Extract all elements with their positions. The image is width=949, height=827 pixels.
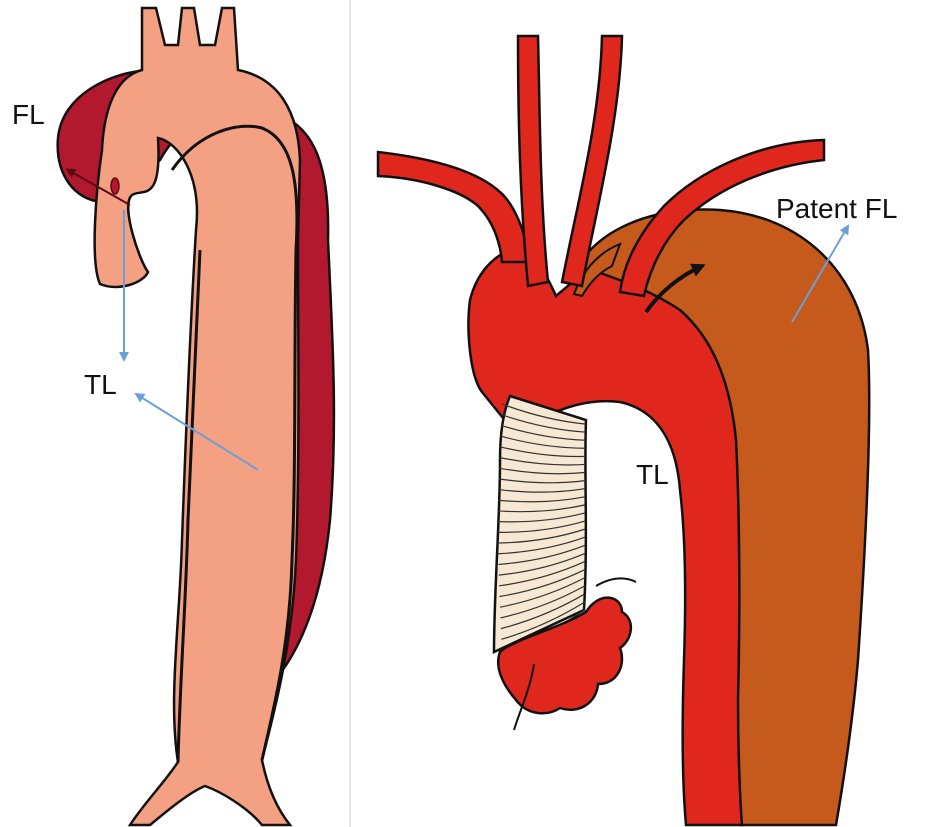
left-panel: FL TL bbox=[12, 0, 350, 827]
left-true-lumen-label: TL bbox=[84, 369, 117, 400]
left-false-lumen-label: FL bbox=[12, 99, 45, 130]
right-brachiocephalic-branch bbox=[378, 152, 530, 262]
right-patent-false-lumen-label: Patent FL bbox=[776, 193, 897, 224]
left-entry-tear bbox=[111, 178, 119, 194]
right-small-vessel-strand-2 bbox=[596, 579, 636, 586]
right-panel: Patent FL TL bbox=[378, 36, 897, 825]
right-aortic-graft bbox=[494, 396, 586, 652]
right-true-lumen-label: TL bbox=[636, 459, 669, 490]
